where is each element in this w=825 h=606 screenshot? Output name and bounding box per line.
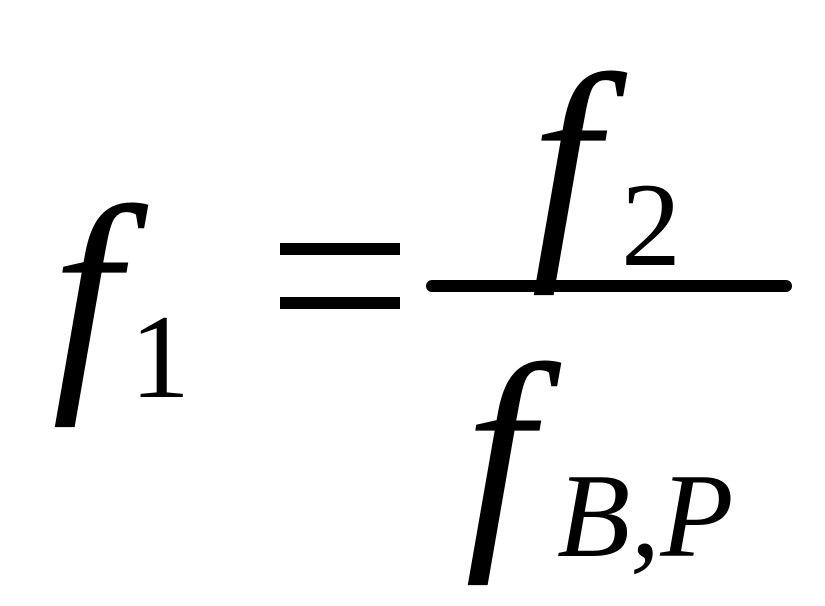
lhs-subscript: 1 [130,290,190,423]
numerator-subscript: 2 [621,158,681,291]
fraction-bar [426,280,792,292]
lhs-variable: f [52,157,121,428]
denominator-subscript: B,P [557,449,734,582]
denominator-variable: f [465,315,534,586]
equals-top-bar [280,243,400,255]
equals-bottom-bar [280,297,400,309]
numerator-variable: f [531,25,600,296]
